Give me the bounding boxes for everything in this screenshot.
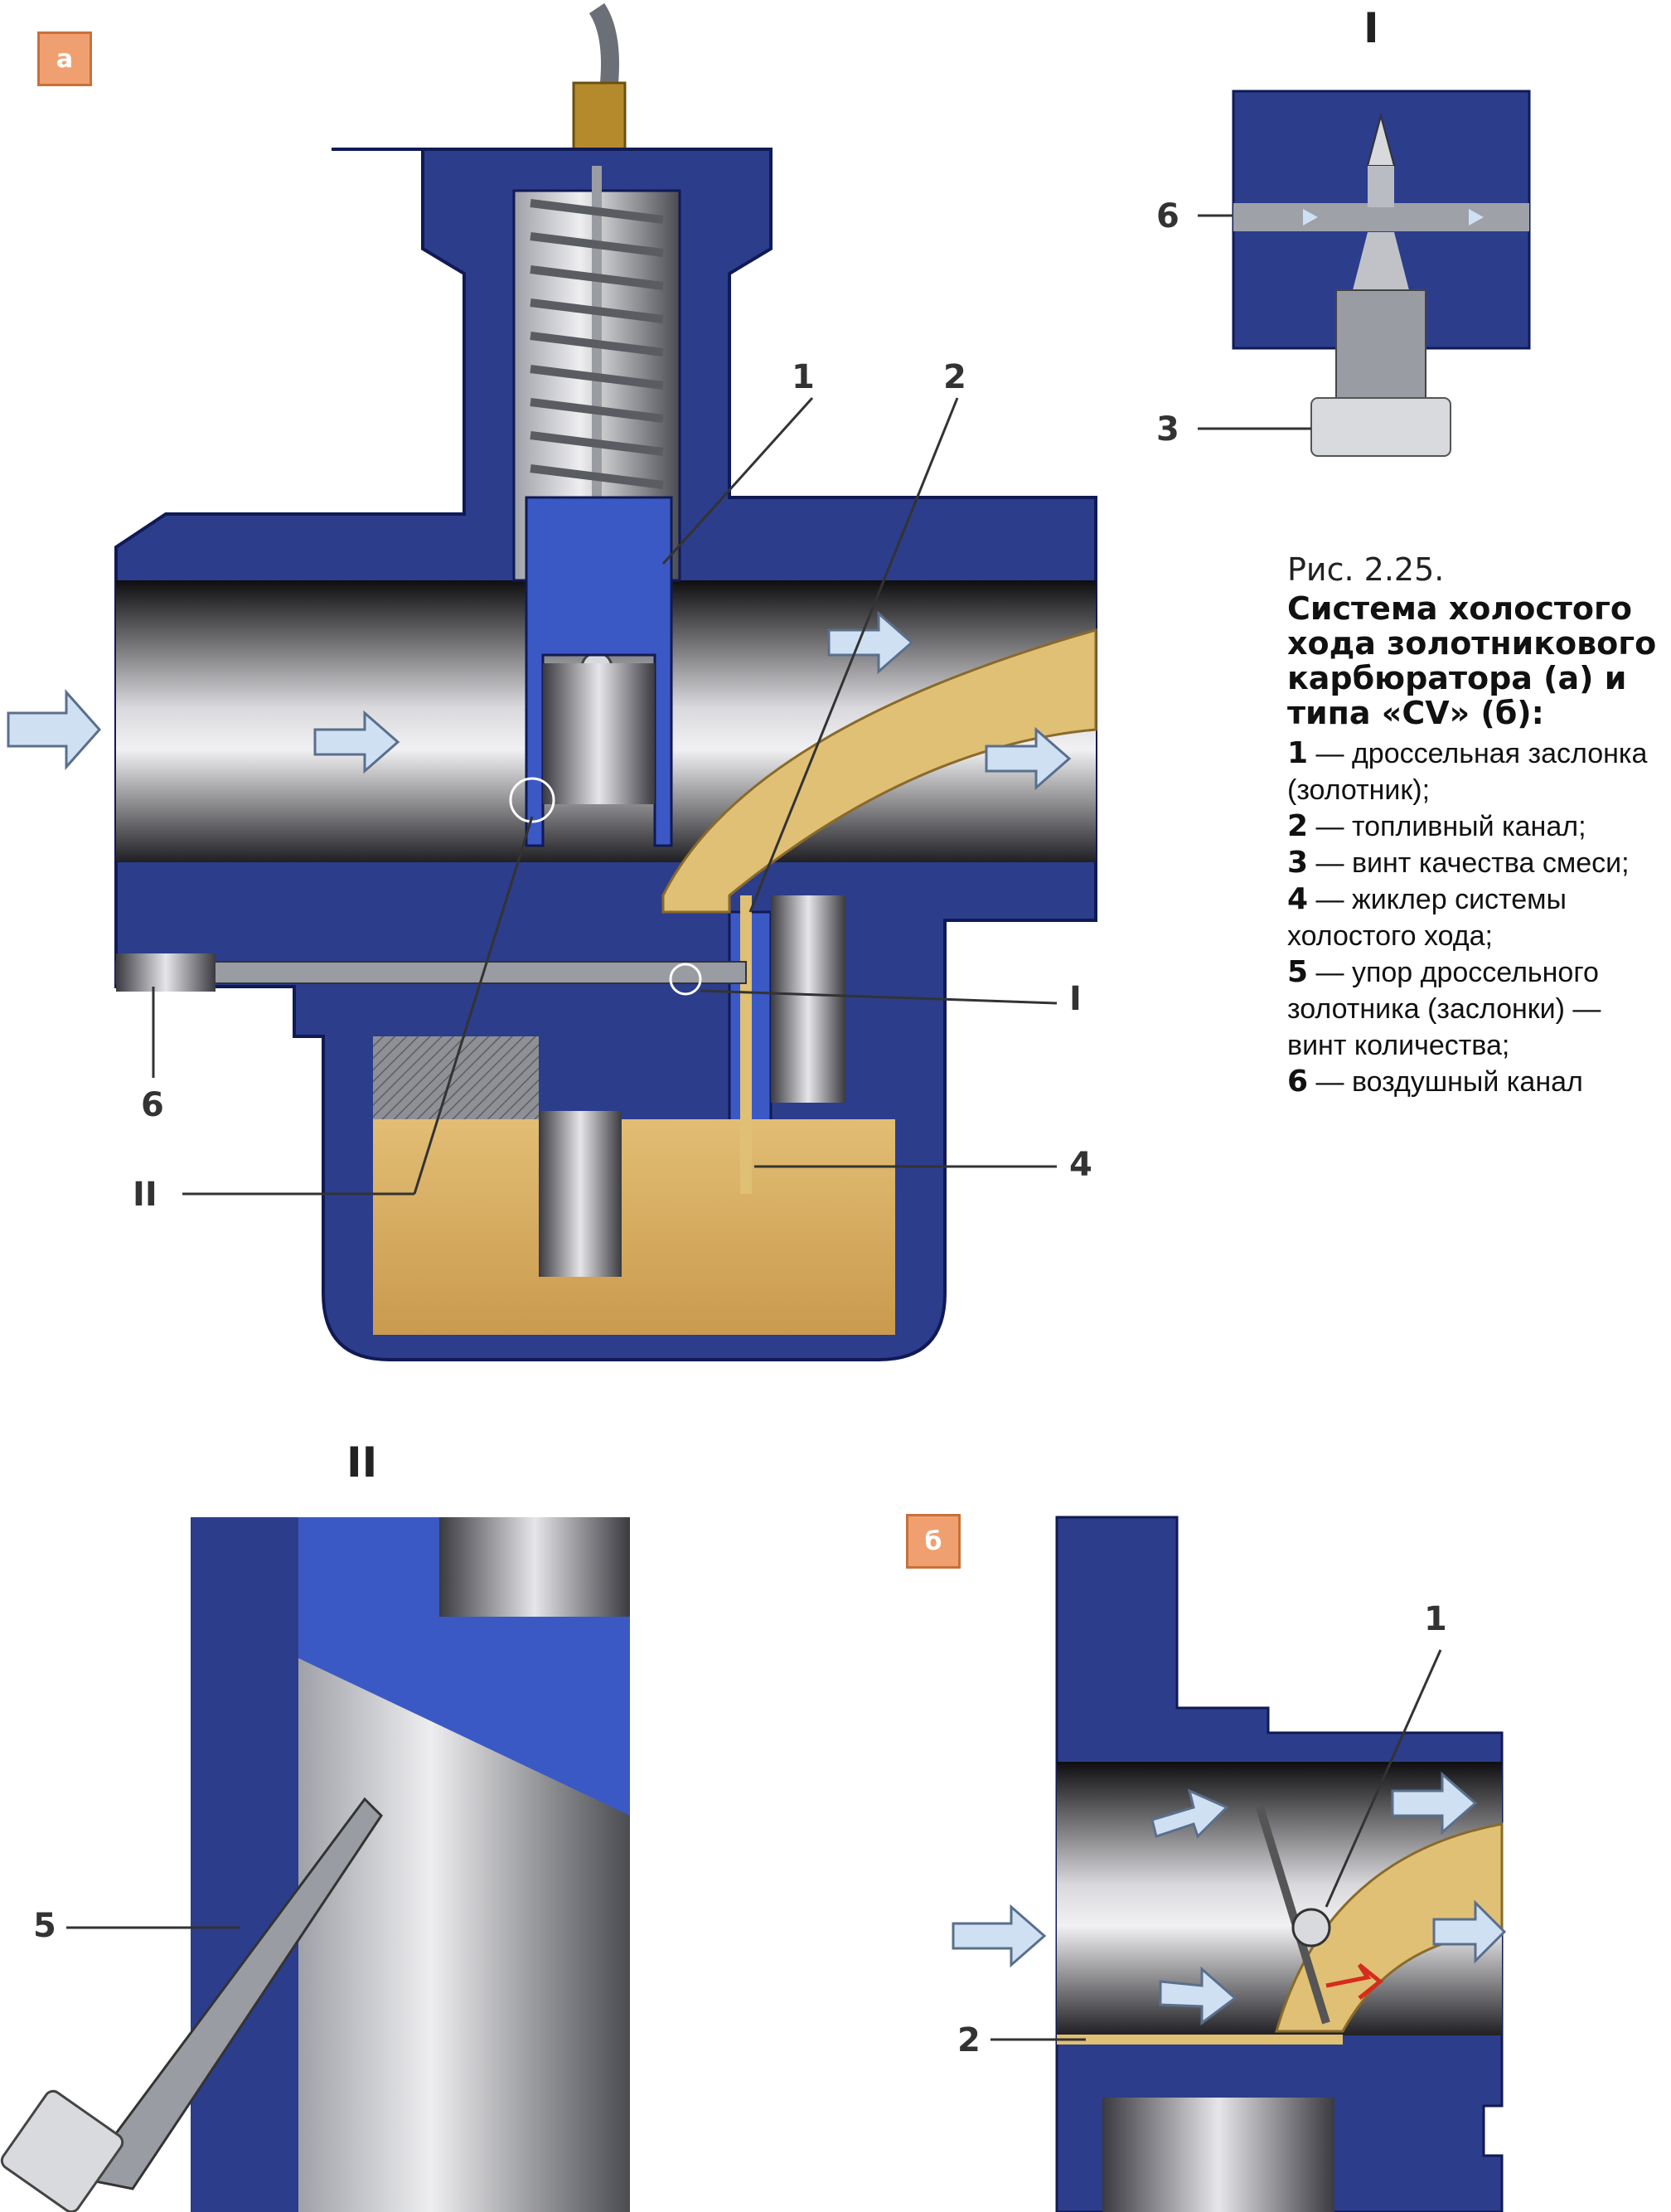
legend-text: упор дроссельного золотника (заслонки) —… xyxy=(1287,957,1601,1061)
view-b-badge: б xyxy=(906,1514,961,1569)
legend-list: 1 — дроссельная заслонка (золотник);2 — … xyxy=(1287,735,1660,1100)
fuel-channel xyxy=(661,628,1097,914)
legend-text: жиклер системы холостого хода; xyxy=(1287,884,1567,952)
throttle-slide xyxy=(525,496,673,847)
legend-item: 3 — винт качества смеси; xyxy=(1287,846,1630,880)
callout-main-1: 1 xyxy=(792,358,815,396)
detail-I xyxy=(1198,90,1531,457)
view-a-badge: а xyxy=(37,32,92,86)
legend-number: 4 xyxy=(1287,882,1309,916)
legend-text: воздушный канал xyxy=(1351,1066,1583,1098)
callout-b-1: 1 xyxy=(1424,1600,1447,1638)
figure-number: Рис. 2.25. xyxy=(1287,551,1445,588)
legend-number: 5 xyxy=(1287,955,1309,989)
legend-number: 1 xyxy=(1287,736,1309,770)
legend-item: 1 — дроссельная заслонка (золотник); xyxy=(1287,736,1648,806)
callout-main-2: 2 xyxy=(943,358,966,396)
main-carburetor xyxy=(7,2,1097,1361)
legend-number: 6 xyxy=(1287,1065,1309,1099)
legend-item: 4 — жиклер системы холостого хода; xyxy=(1287,882,1567,952)
legend-text: винт качества смеси; xyxy=(1351,847,1630,879)
flow-arrows xyxy=(7,610,1072,791)
figure-caption: Рис. 2.25. Система холостого хода золотн… xyxy=(1287,551,1660,1100)
callout-detII-5: 5 xyxy=(33,1907,56,1945)
callout-main-4: 4 xyxy=(1069,1146,1092,1184)
cv-carburetor xyxy=(952,1516,1507,2212)
callout-detI-3: 3 xyxy=(1156,410,1179,449)
figure-title: Система холостого хода золотникового кар… xyxy=(1287,590,1657,731)
legend-item: 5 — упор дроссельного золотника (заслонк… xyxy=(1287,955,1601,1061)
detail-II xyxy=(0,1517,630,2212)
callout-main-6: 6 xyxy=(141,1086,164,1124)
legend-item: 2 — топливный канал; xyxy=(1287,809,1586,843)
callout-main-I: I xyxy=(1069,980,1082,1018)
legend-item: 6 — воздушный канал xyxy=(1287,1065,1583,1099)
detail-I-title: I xyxy=(1363,4,1379,52)
legend-text: топливный канал; xyxy=(1351,811,1586,842)
callout-detI-6: 6 xyxy=(1156,197,1179,235)
float-bowl-fuel xyxy=(373,1119,895,1335)
callout-main-II: II xyxy=(133,1176,157,1214)
detail-II-title: II xyxy=(346,1438,378,1487)
legend-text: дроссельная заслонка (золотник); xyxy=(1287,738,1648,806)
legend-number: 3 xyxy=(1287,846,1309,880)
legend-number: 2 xyxy=(1287,809,1309,843)
callout-b-2: 2 xyxy=(957,2021,981,2059)
